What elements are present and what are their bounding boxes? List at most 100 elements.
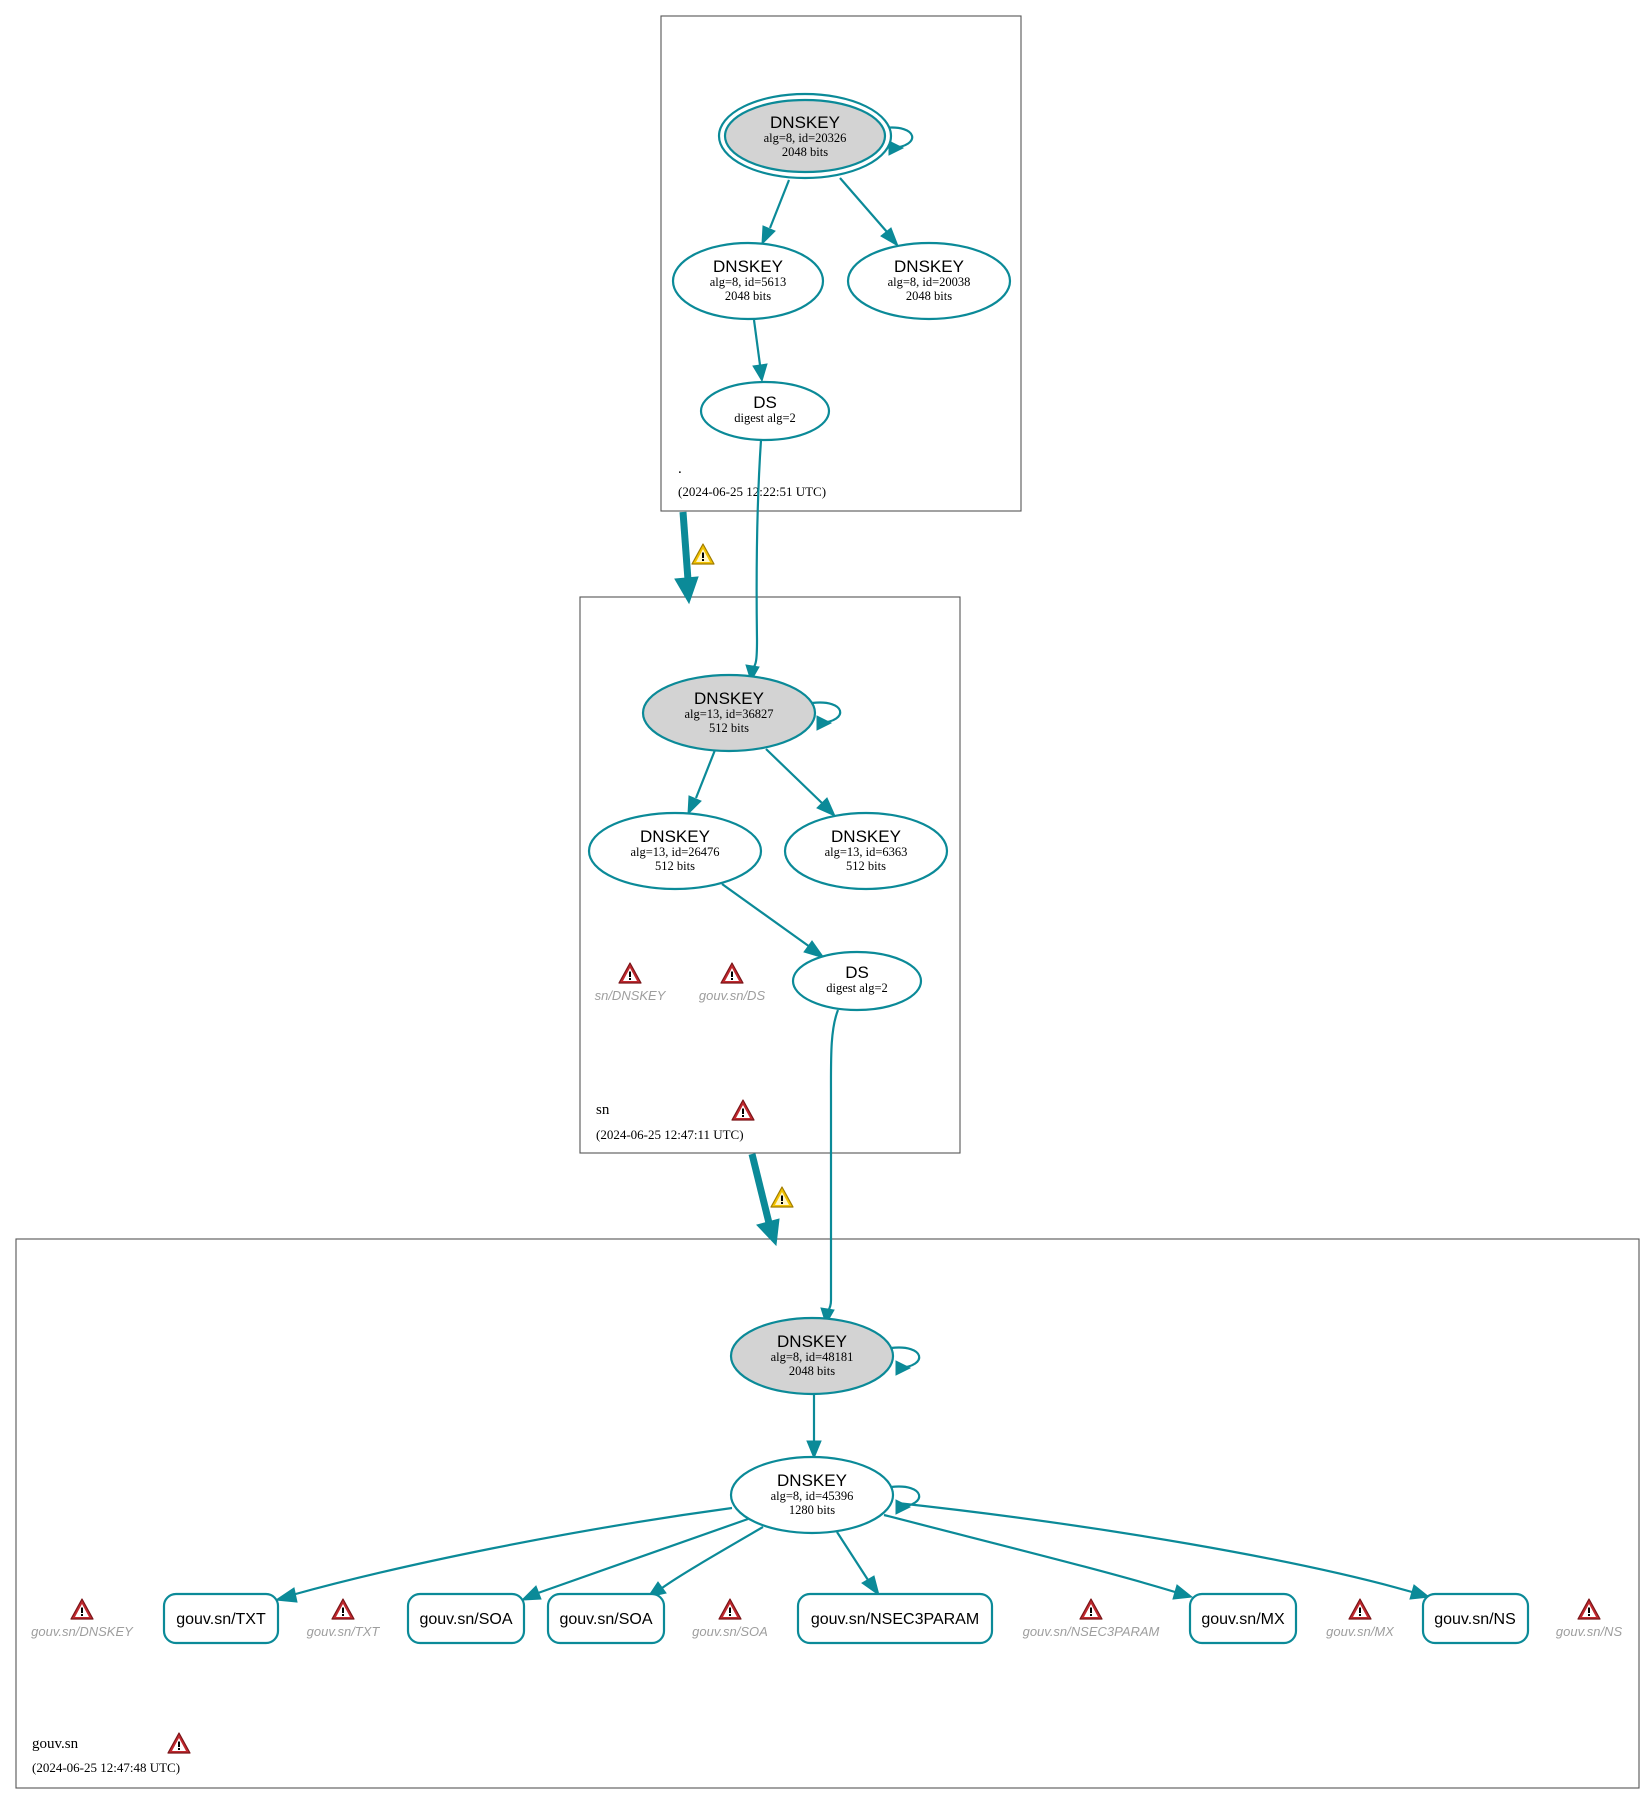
- arrowhead: [761, 225, 776, 246]
- edge-sn-ksk-to-zsk2: [765, 748, 824, 805]
- arrowhead: [687, 795, 702, 816]
- gouv-warning-label-4: gouv.sn/NSEC3PARAM: [1023, 1624, 1160, 1639]
- arrowhead: [752, 363, 768, 383]
- arrowhead: [816, 797, 836, 817]
- root-ksk-line2: 2048 bits: [782, 145, 828, 159]
- root-zsk1-type: DNSKEY: [713, 257, 783, 276]
- root-zsk1-line1: alg=8, id=5613: [710, 275, 787, 289]
- edge-zsk-to-txt: [291, 1506, 733, 1597]
- gouv-warning-label-5: gouv.sn/MX: [1326, 1624, 1395, 1639]
- sn-ds-node[interactable]: DS digest alg=2: [791, 950, 923, 1012]
- zone-gouv-timestamp: (2024-06-25 12:47:48 UTC): [32, 1760, 180, 1775]
- zone-sn-name: sn: [596, 1102, 610, 1118]
- gouv-ksk-node[interactable]: DNSKEY alg=8, id=48181 2048 bits: [729, 1316, 895, 1396]
- gouv-warning-label-2: gouv.sn/TXT: [307, 1624, 381, 1639]
- arrowhead: [816, 715, 833, 731]
- zone-root-box: [660, 15, 1022, 512]
- gouv-ns-error-icon: [1577, 1598, 1601, 1620]
- gouv-txt-error-icon: [331, 1598, 355, 1620]
- gouv-warning-label-6: gouv.sn/NS: [1556, 1624, 1623, 1639]
- edge-zsk-to-ns: [896, 1501, 1413, 1594]
- gouv-nsec3param-error-icon: [1079, 1598, 1103, 1620]
- gouv-ksk-line2: 2048 bits: [789, 1364, 835, 1378]
- edge-zsk-to-nsec3param: [836, 1531, 869, 1581]
- zone-gouv-box: [15, 1238, 1640, 1789]
- sn-ksk-type: DNSKEY: [694, 689, 764, 708]
- edge-sn-ds-to-gouv-ksk: [827, 1009, 840, 1312]
- root-ds-node[interactable]: DS digest alg=2: [699, 380, 831, 442]
- root-ksk-line1: alg=8, id=20326: [764, 131, 847, 145]
- arrowhead: [274, 1587, 298, 1603]
- sn-zsk1-type: DNSKEY: [640, 827, 710, 846]
- root-zsk1-line2: 2048 bits: [725, 289, 771, 303]
- arrowhead: [861, 1575, 880, 1597]
- root-zsk2-line1: alg=8, id=20038: [888, 275, 971, 289]
- zone-gouv-error-icon: [167, 1732, 191, 1754]
- root-ksk-node[interactable]: DNSKEY alg=8, id=20326 2048 bits: [717, 92, 893, 180]
- arrowhead: [888, 140, 905, 156]
- sn-ds-type: DS: [845, 963, 869, 982]
- sn-warning-label-1: sn/DNSKEY: [595, 988, 667, 1003]
- arrowhead: [880, 227, 899, 248]
- root-zsk1-node[interactable]: DNSKEY alg=8, id=5613 2048 bits: [671, 241, 825, 321]
- rrset-txt[interactable]: gouv.sn/TXT: [162, 1592, 280, 1645]
- rrset-nsec3param[interactable]: gouv.sn/NSEC3PARAM: [796, 1592, 994, 1645]
- edge-root-ds-to-sn-ksk: [752, 439, 763, 669]
- gouv-mx-error-icon: [1348, 1598, 1372, 1620]
- sn-zsk2-line2: 512 bits: [846, 859, 886, 873]
- arrowhead: [1409, 1584, 1431, 1600]
- delegation-sn-to-gouv: [748, 1153, 773, 1224]
- rrset-txt-label: gouv.sn/TXT: [176, 1611, 266, 1628]
- gouv-zsk-node[interactable]: DNSKEY alg=8, id=45396 1280 bits: [729, 1455, 895, 1535]
- rrset-soa-2-label: gouv.sn/SOA: [559, 1611, 652, 1628]
- edge-sn-ksk-to-zsk1: [694, 749, 717, 799]
- edge-sn-ksk-self: [811, 701, 842, 725]
- root-zsk2-type: DNSKEY: [894, 257, 964, 276]
- delegation-root-sn-warning-icon: [691, 543, 715, 565]
- root-zsk2-node[interactable]: DNSKEY alg=8, id=20038 2048 bits: [846, 241, 1012, 321]
- gouv-ds-error-icon: [720, 962, 744, 984]
- sn-zsk2-node[interactable]: DNSKEY alg=13, id=6363 512 bits: [783, 811, 949, 891]
- delegation-sn-gouv-warning-icon: [770, 1186, 794, 1208]
- zone-sn-error-icon: [731, 1099, 755, 1121]
- sn-warning-label-2: gouv.sn/DS: [699, 988, 766, 1003]
- arrowhead: [895, 1360, 912, 1376]
- rrset-soa-1[interactable]: gouv.sn/SOA: [406, 1592, 526, 1645]
- zone-sn-box: [579, 596, 961, 1154]
- arrowhead: [1172, 1584, 1194, 1600]
- root-ds-type: DS: [753, 393, 777, 412]
- sn-ksk-node[interactable]: DNSKEY alg=13, id=36827 512 bits: [641, 673, 817, 753]
- gouv-zsk-type: DNSKEY: [777, 1471, 847, 1490]
- arrowhead: [520, 1585, 542, 1601]
- rrset-mx[interactable]: gouv.sn/MX: [1188, 1592, 1298, 1645]
- sn-zsk2-line1: alg=13, id=6363: [825, 845, 908, 859]
- sn-zsk1-node[interactable]: DNSKEY alg=13, id=26476 512 bits: [587, 811, 763, 891]
- delegation-root-to-sn: [679, 511, 692, 581]
- edge-root-ksk-to-zsk1: [768, 179, 791, 229]
- edge-zsk-to-soa1: [537, 1517, 749, 1595]
- sn-ksk-line2: 512 bits: [709, 721, 749, 735]
- arrowhead: [674, 576, 699, 605]
- gouv-ksk-line1: alg=8, id=48181: [771, 1350, 854, 1364]
- edge-zsk-to-mx: [883, 1513, 1176, 1594]
- arrowhead: [745, 664, 760, 683]
- root-ds-line1: digest alg=2: [734, 411, 796, 425]
- gouv-warning-label-1: gouv.sn/DNSKEY: [31, 1624, 134, 1639]
- arrowhead: [820, 1307, 835, 1326]
- arrowhead: [803, 940, 826, 959]
- sn-ksk-line1: alg=13, id=36827: [684, 707, 773, 721]
- gouv-warning-label-3: gouv.sn/SOA: [692, 1624, 768, 1639]
- sn-zsk2-type: DNSKEY: [831, 827, 901, 846]
- rrset-ns-label: gouv.sn/NS: [1434, 1611, 1516, 1628]
- arrowhead: [806, 1440, 822, 1460]
- rrset-soa-1-label: gouv.sn/SOA: [419, 1611, 512, 1628]
- zone-gouv-name: gouv.sn: [32, 1736, 79, 1752]
- zone-sn-timestamp: (2024-06-25 12:47:11 UTC): [596, 1127, 744, 1142]
- zone-root-timestamp: (2024-06-25 12:22:51 UTC): [678, 484, 826, 499]
- rrset-ns[interactable]: gouv.sn/NS: [1421, 1592, 1530, 1645]
- rrset-soa-2[interactable]: gouv.sn/SOA: [546, 1592, 666, 1645]
- edge-root-ksk-to-zsk2: [839, 177, 888, 233]
- gouv-dnskey-error-icon: [70, 1598, 94, 1620]
- edge-gouv-ksk-self: [890, 1346, 921, 1370]
